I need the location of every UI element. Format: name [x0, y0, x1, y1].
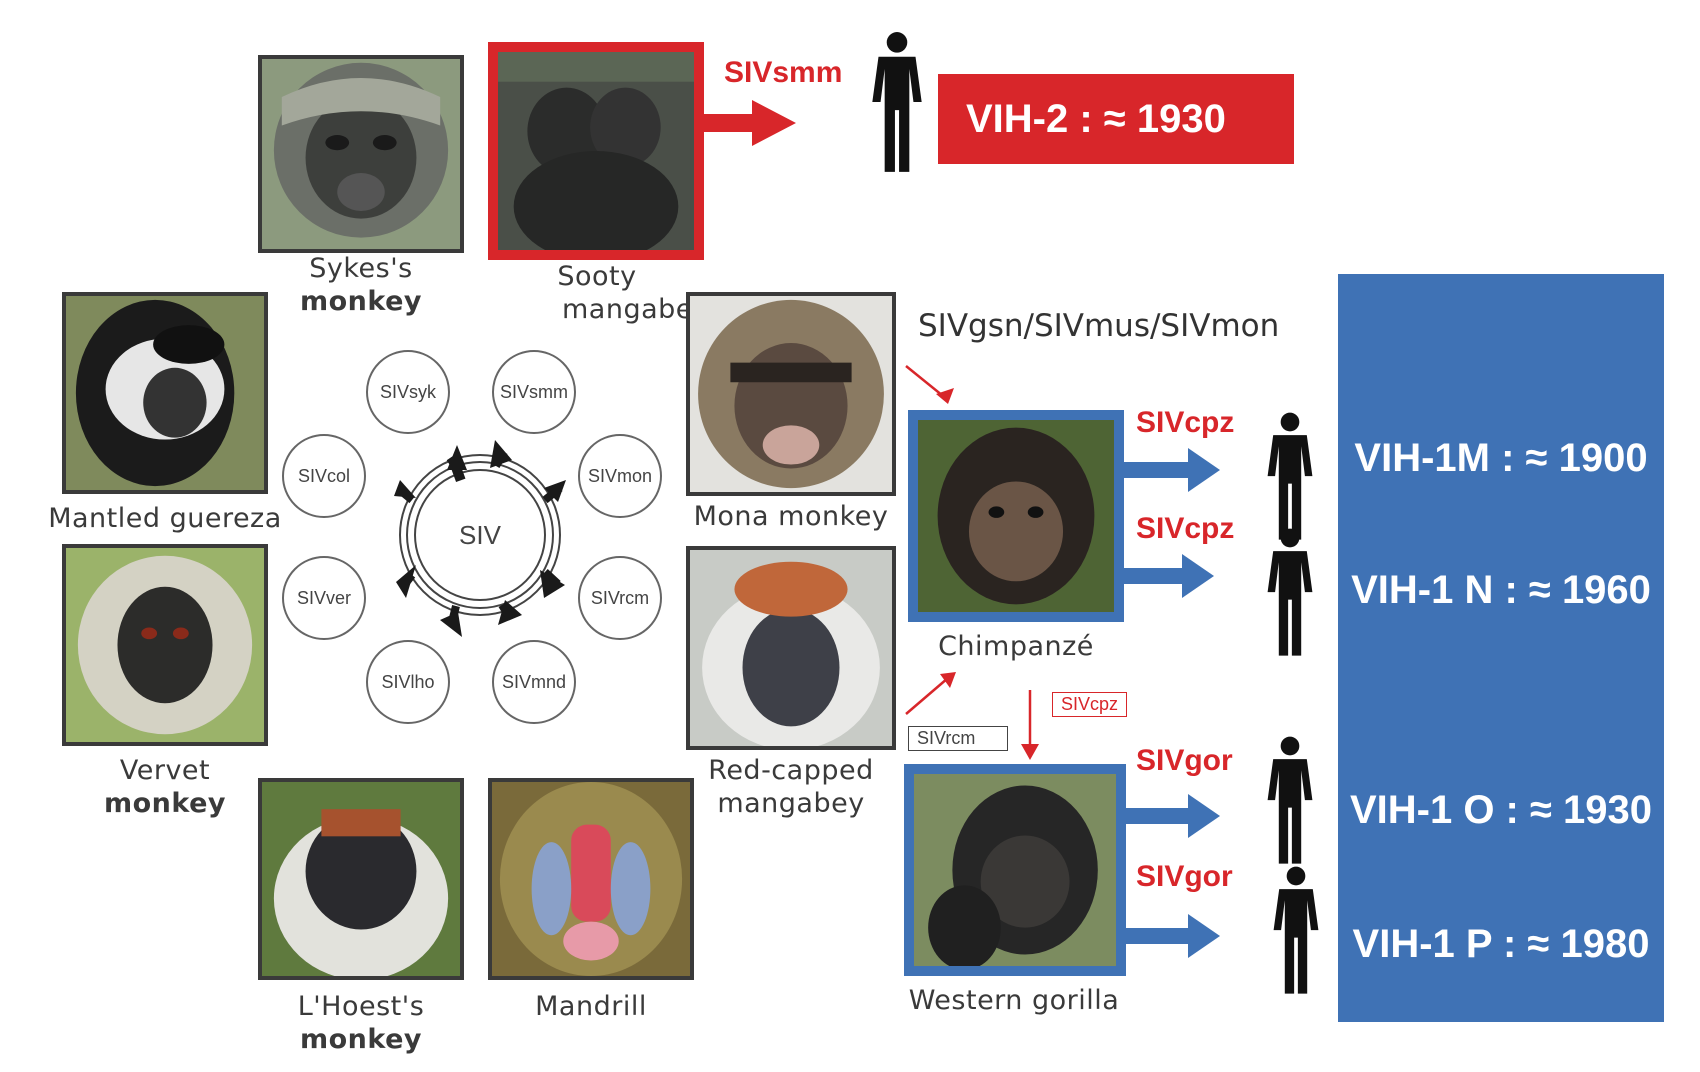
sivgsn-label: SIVgsn/SIVmus/SIVmon — [918, 308, 1280, 344]
vervet-monkey-photo — [62, 544, 268, 746]
siv-node-ver: SIVver — [282, 556, 366, 640]
sivrcm-tag: SIVrcm — [908, 726, 1008, 751]
siv-center-label: SIV — [459, 520, 501, 550]
vih1o-label: VIH-1 O : ≈ 1930 — [1349, 788, 1653, 832]
mantled-guereza-photo — [62, 292, 268, 494]
chimpanzee-caption: Chimpanzé — [938, 631, 1094, 662]
mona-monkey-caption: Mona monkey — [693, 501, 889, 532]
siv-node-syk: SIVsyk — [366, 350, 450, 434]
human-silhouette-icon — [1273, 866, 1319, 994]
western-gorilla-photo — [904, 764, 1126, 976]
vih1-box: VIH-1M : ≈ 1900 VIH-1 N : ≈ 1960 VIH-1 O… — [1338, 274, 1664, 1022]
sivcpz-label-1: SIVcpz — [1136, 406, 1235, 439]
human-silhouette-icon — [872, 32, 922, 172]
vih2-box: VIH-2 : ≈ 1930 — [938, 74, 1294, 164]
human-silhouette-icon — [1267, 412, 1313, 540]
mandrill-caption: Mandrill — [535, 991, 647, 1022]
sivgor-label-2: SIVgor — [1136, 860, 1233, 893]
siv-node-rcm: SIVrcm — [578, 556, 662, 640]
siv-node-lho: SIVlho — [366, 640, 450, 724]
sooty-mangabey-photo — [488, 42, 704, 260]
sooty-mangabey-caption: Sooty mangabey — [557, 261, 710, 325]
mona-monkey-photo — [686, 292, 896, 496]
mantled-guereza-caption: Mantled guereza — [48, 503, 282, 534]
mandrill-photo — [488, 778, 694, 980]
sivsmm-label: SIVsmm — [724, 56, 843, 89]
sykes-monkey-photo — [258, 55, 464, 253]
lhoest-monkey-caption: L'Hoest's monkey — [297, 991, 425, 1055]
siv-node-smm: SIVsmm — [492, 350, 576, 434]
sykes-monkey-caption: Sykes's monkey — [299, 253, 423, 317]
red-capped-mangabey-photo — [686, 546, 896, 750]
human-silhouette-icon — [1267, 736, 1313, 864]
siv-node-mon: SIVmon — [578, 434, 662, 518]
sivgor-label-1: SIVgor — [1136, 744, 1233, 777]
chimpanzee-photo — [908, 410, 1124, 622]
human-silhouette-icon — [1267, 528, 1313, 656]
red-capped-mangabey-caption: Red-capped mangabey — [708, 755, 874, 819]
western-gorilla-caption: Western gorilla — [908, 985, 1120, 1016]
vih1m-label: VIH-1M : ≈ 1900 — [1354, 436, 1648, 480]
vih1p-label: VIH-1 P : ≈ 1980 — [1352, 922, 1650, 966]
vervet-monkey-caption: Vervet monkey — [103, 755, 227, 819]
lhoest-monkey-photo — [258, 778, 464, 980]
siv-node-mnd: SIVmnd — [492, 640, 576, 724]
sivcpz-tag: SIVcpz — [1052, 692, 1128, 717]
vih1n-label: VIH-1 N : ≈ 1960 — [1351, 568, 1651, 612]
siv-node-col: SIVcol — [282, 434, 366, 518]
sivcpz-label-2: SIVcpz — [1136, 512, 1235, 545]
